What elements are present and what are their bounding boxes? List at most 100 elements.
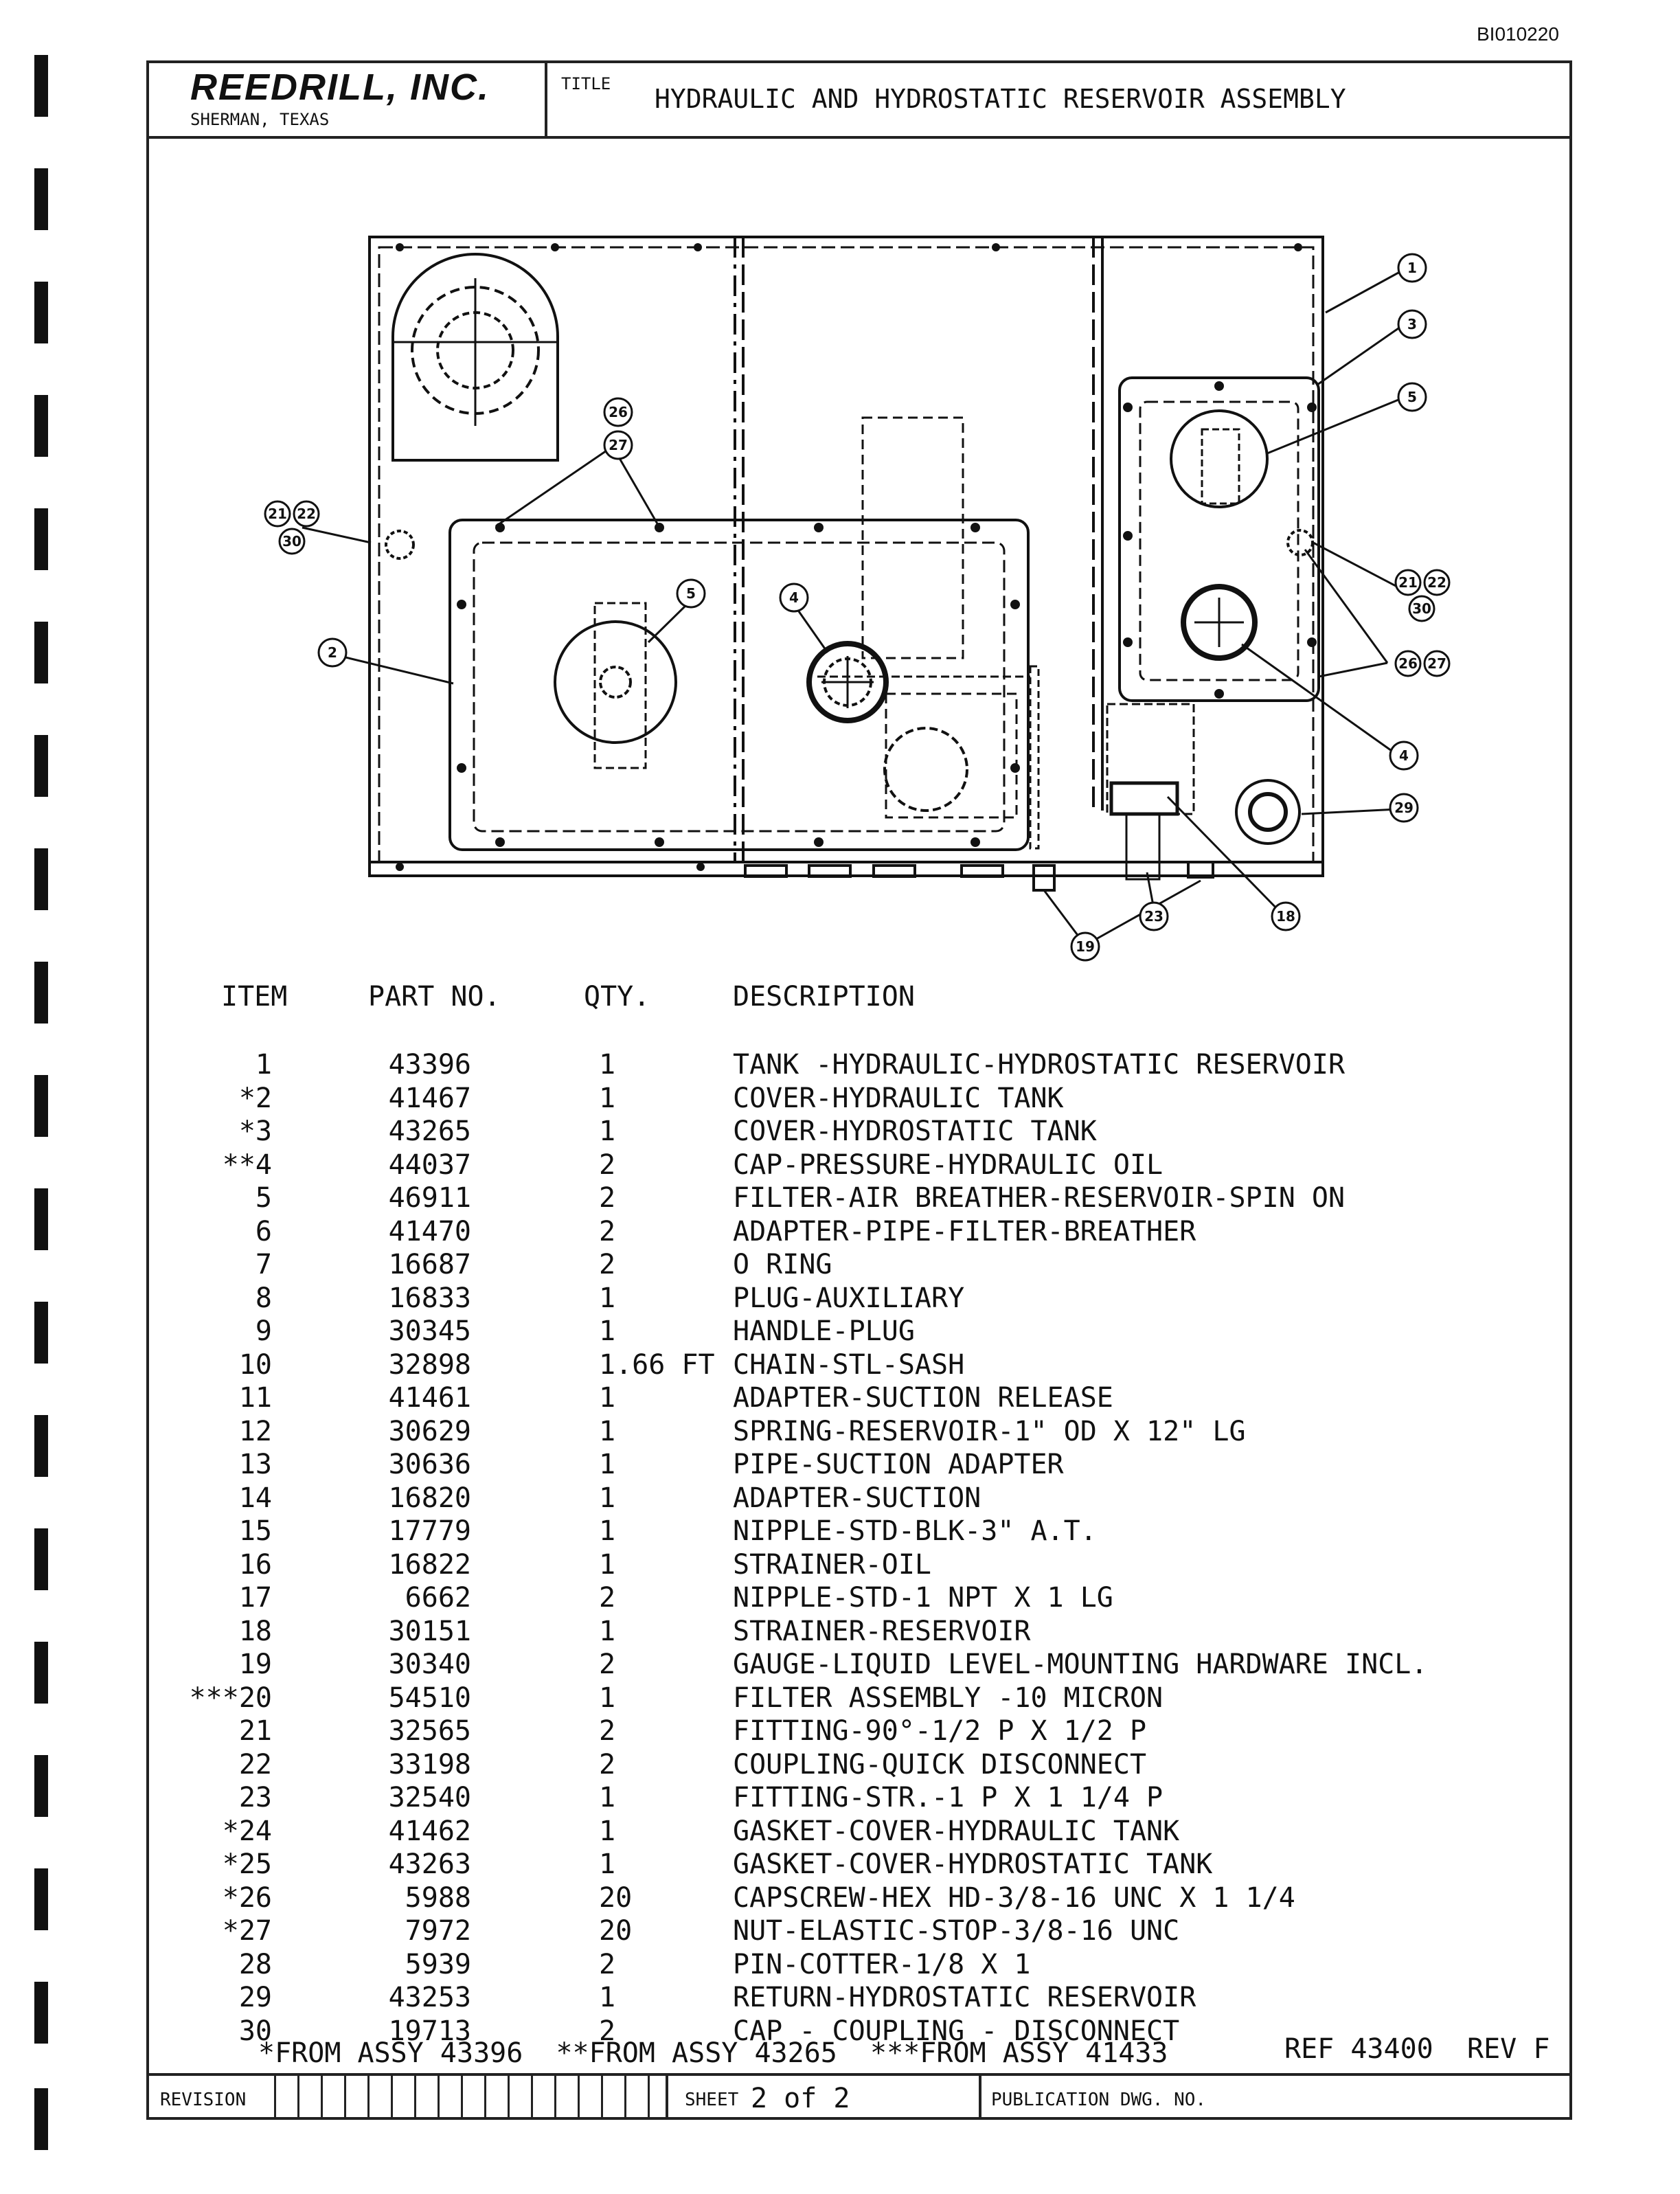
part-number: 32565: [388, 1715, 471, 1747]
description: COVER-HYDRAULIC TANK: [733, 1082, 1064, 1114]
callout-number: 19: [1076, 938, 1095, 955]
revision-cell: [297, 2076, 321, 2120]
item-number: 13: [238, 1449, 272, 1480]
callout-balloon: [1408, 595, 1435, 622]
part-number: 30629: [388, 1415, 471, 1447]
item-number: 11: [238, 1382, 272, 1414]
reference-number: REF 43400: [1284, 2033, 1433, 2065]
revision-cell: [344, 2076, 367, 2120]
quantity: 1.66 FT: [599, 1348, 715, 1381]
item-number: 14: [238, 1482, 272, 1514]
quantity: 1: [599, 1848, 616, 1880]
quantity: 1: [599, 1815, 616, 1847]
revision-cell: [648, 2076, 671, 2120]
part-number: 17779: [388, 1515, 471, 1547]
quantity: 1: [599, 1515, 616, 1547]
description: ADAPTER-PIPE-FILTER-BREATHER: [733, 1215, 1196, 1247]
callout-balloon: [1271, 901, 1301, 931]
quantity: 2: [599, 1215, 616, 1247]
revision-cell: [274, 2076, 297, 2120]
part-number: 30636: [388, 1449, 471, 1480]
quantity: 1: [599, 1449, 616, 1480]
part-number: 7972: [405, 1915, 471, 1947]
part-number: 54510: [388, 1682, 471, 1714]
company-name: REEDRILL, INC.: [190, 67, 490, 108]
callout-number: 26: [1398, 655, 1418, 672]
callout-balloon: [278, 528, 306, 555]
breather-boss: [391, 253, 559, 462]
item-number: 18: [238, 1615, 272, 1647]
part-number: 32540: [388, 1782, 471, 1813]
drawing-frame: REEDRILL, INC. SHERMAN, TEXAS TITLE HYDR…: [146, 60, 1572, 2120]
revision-cell: [531, 2076, 554, 2120]
title-block: TITLE HYDRAULIC AND HYDROSTATIC RESERVOI…: [545, 63, 1569, 139]
quantity: 1: [599, 1049, 616, 1081]
binder-mark: [34, 1075, 48, 1137]
revision-cell: [624, 2076, 648, 2120]
description: CHAIN-STL-SASH: [733, 1348, 965, 1381]
callout-number: 5: [686, 585, 696, 602]
quantity: 1: [599, 1982, 616, 2013]
callout-number: 3: [1407, 316, 1417, 332]
item-number: *25: [222, 1848, 272, 1880]
description: HANDLE-PLUG: [733, 1315, 915, 1347]
binder-mark: [34, 1188, 48, 1250]
item-number: ***20: [189, 1682, 272, 1714]
callout-number: 4: [789, 589, 799, 606]
callout-number: 29: [1394, 800, 1414, 816]
item-number: 16: [238, 1548, 272, 1581]
binder-mark: [34, 1868, 48, 1930]
description: ADAPTER-SUCTION: [733, 1482, 981, 1514]
callout-number: 23: [1144, 908, 1163, 925]
part-number: 19713: [388, 2015, 471, 2047]
quantity: 2: [599, 1715, 616, 1747]
callout-balloon: [1394, 650, 1422, 677]
callout-number: 18: [1276, 908, 1295, 925]
description: PIN-COTTER-1/8 X 1: [733, 1948, 1031, 1980]
revision-cell: [508, 2076, 531, 2120]
item-number: *3: [238, 1116, 272, 1147]
sheet-number: 2 of 2: [751, 2083, 850, 2114]
description: FITTING-90°-1/2 P X 1/2 P: [733, 1715, 1147, 1747]
item-number: 12: [238, 1415, 272, 1447]
description: O RING: [733, 1249, 832, 1280]
callout-balloon: [1139, 901, 1169, 931]
binder-mark: [34, 1415, 48, 1477]
quantity: 1: [599, 1682, 616, 1714]
item-number: 10: [238, 1348, 272, 1381]
drawing-title: HYDRAULIC AND HYDROSTATIC RESERVOIR ASSE…: [655, 84, 1346, 114]
description: CAPSCREW-HEX HD-3/8-16 UNC X 1 1/4: [733, 1881, 1295, 1914]
quantity: 1: [599, 1415, 616, 1447]
hydrostatic-cover: [1118, 376, 1320, 702]
item-number: 28: [238, 1948, 272, 1980]
item-number: 23: [238, 1782, 272, 1813]
quantity: 2: [599, 1249, 616, 1280]
description: STRAINER-OIL: [733, 1548, 931, 1581]
description: FILTER ASSEMBLY -10 MICRON: [733, 1682, 1163, 1714]
strainer: [1109, 781, 1179, 816]
binder-mark: [34, 848, 48, 910]
callout-number: 5: [1407, 389, 1417, 405]
part-number: 46911: [388, 1182, 471, 1214]
quantity: 2: [599, 1748, 616, 1780]
part-number: 43396: [388, 1049, 471, 1081]
description: PIPE-SUCTION ADAPTER: [733, 1449, 1064, 1480]
callout-number: 2: [328, 644, 337, 661]
quantity: 2: [599, 1948, 616, 1980]
description: NIPPLE-STD-1 NPT X 1 LG: [733, 1582, 1113, 1614]
description: GASKET-COVER-HYDROSTATIC TANK: [733, 1848, 1213, 1880]
callout-number: 22: [297, 506, 316, 522]
callout-number: 30: [1412, 600, 1431, 617]
document-id: BI010220: [1477, 23, 1559, 45]
description: COUPLING-QUICK DISCONNECT: [733, 1748, 1147, 1780]
